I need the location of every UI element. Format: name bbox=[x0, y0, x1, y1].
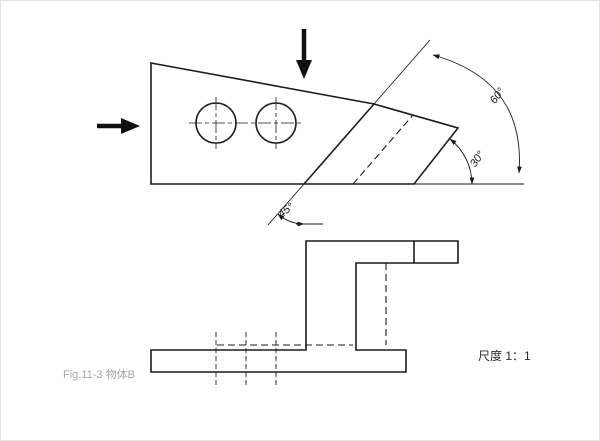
angle-30-arc bbox=[449, 138, 475, 185]
hidden-slanted-edge bbox=[352, 114, 414, 185]
view-arrow-down-icon bbox=[296, 29, 312, 79]
upper-view: 60° 30° 45° bbox=[97, 29, 524, 227]
object-outline bbox=[150, 62, 460, 185]
view-arrow-right-icon bbox=[97, 118, 140, 134]
angle-45-arc bbox=[277, 213, 305, 227]
lower-view bbox=[150, 240, 459, 387]
profile-outline bbox=[150, 240, 459, 373]
view-arrow-right-head bbox=[121, 118, 140, 134]
slanted-edge bbox=[303, 103, 375, 185]
angle-30-label: 30° bbox=[468, 149, 488, 170]
angle-60-arc bbox=[432, 54, 522, 174]
scale-label: 尺度 1：1 bbox=[478, 348, 531, 363]
view-arrow-down-head bbox=[296, 60, 312, 79]
angle-45-label: 45° bbox=[276, 200, 297, 220]
figure-caption: Fig.11-3 物体B bbox=[63, 367, 135, 381]
extension-line-upper bbox=[373, 39, 431, 105]
extension-line-lower bbox=[267, 183, 305, 226]
